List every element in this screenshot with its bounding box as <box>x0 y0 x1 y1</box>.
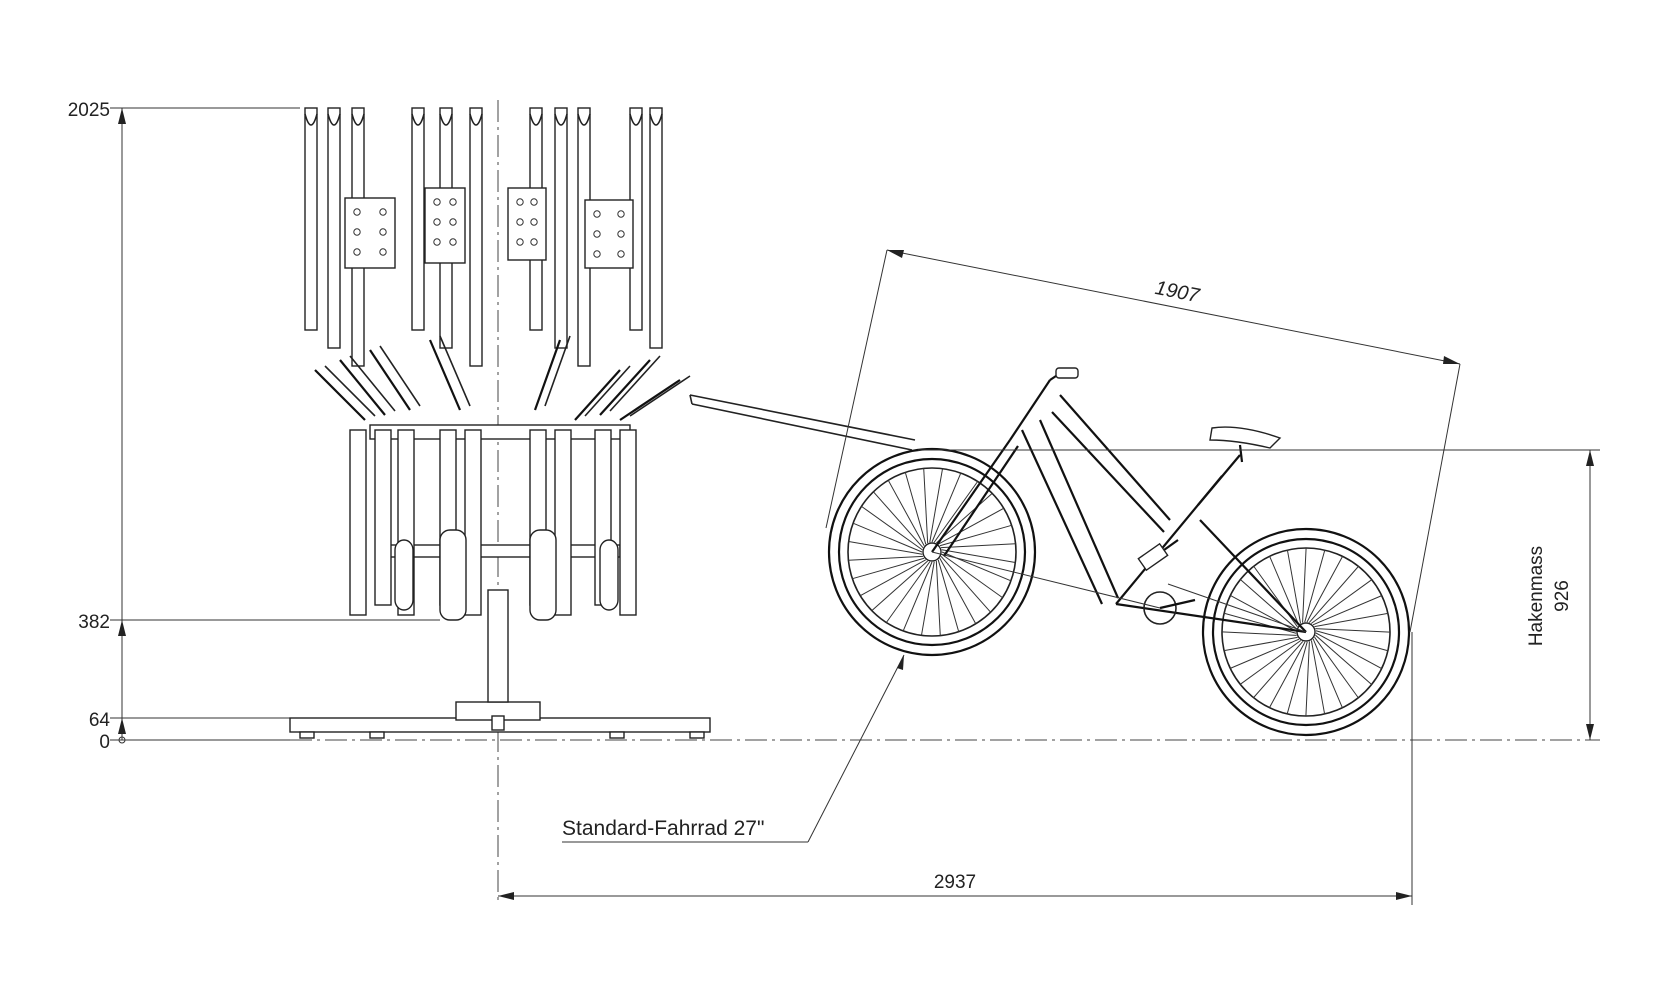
rack-arm <box>689 394 916 451</box>
bike-callout-label: Standard-Fahrrad 27" <box>562 817 764 840</box>
hook-height-title: Hakenmass <box>1526 546 1547 646</box>
height-label-2025: 2025 <box>68 100 110 121</box>
bike-length-label: 1907 <box>1153 277 1202 307</box>
bicycle <box>827 367 1411 737</box>
bike-callout: Standard-Fahrrad 27" <box>562 654 905 843</box>
height-label-64: 64 <box>89 710 111 731</box>
hook-height-value: 926 <box>1552 580 1573 612</box>
rear-wheel-tire <box>1201 527 1411 737</box>
front-wheel-tire <box>827 447 1037 657</box>
total-depth-label: 2937 <box>934 872 976 893</box>
rack-base <box>289 589 711 739</box>
height-dimension: 2025 382 64 0 <box>68 100 440 753</box>
rack-body <box>304 107 691 621</box>
total-depth-dimension: 2937 <box>498 632 1413 905</box>
height-label-0: 0 <box>99 732 110 753</box>
hook-height-dimension: Hakenmass 926 <box>918 449 1600 740</box>
height-label-382: 382 <box>78 612 110 633</box>
